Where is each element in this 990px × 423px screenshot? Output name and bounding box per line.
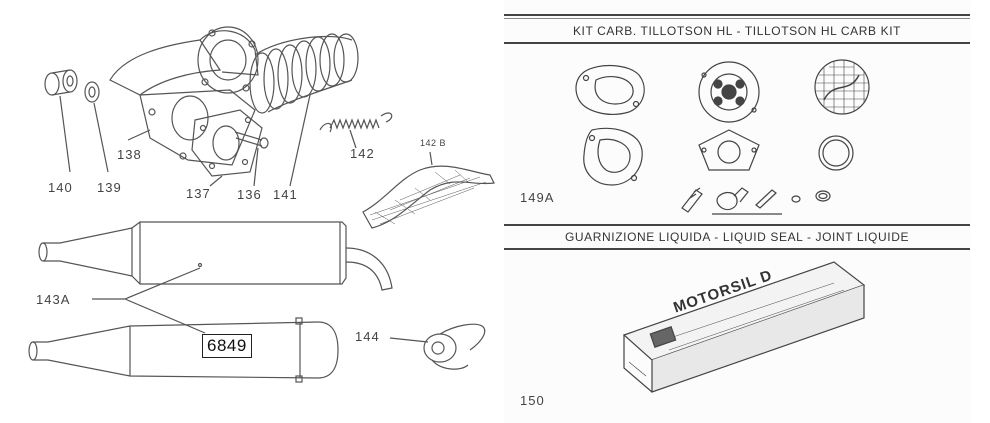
label-138: 138 (117, 147, 142, 162)
part-140-spacer (44, 69, 78, 173)
label-139: 139 (97, 180, 122, 195)
carb-kit-drawing (575, 59, 870, 393)
top-rule (504, 14, 970, 16)
motorsil-box (622, 261, 866, 393)
label-136: 136 (237, 187, 262, 202)
part-137-gasket (191, 109, 263, 187)
part-141-bellows (249, 33, 359, 187)
seal-section-title: GUARNIZIONE LIQUIDA - LIQUID SEAL - JOIN… (564, 230, 910, 244)
carb-gasket-2 (583, 127, 643, 186)
seal-title-underline (504, 248, 970, 250)
carb-gasket-1 (575, 65, 645, 115)
carb-small-parts (681, 187, 831, 215)
label-143a: 143A (36, 292, 71, 307)
label-140: 140 (48, 180, 73, 195)
exhaust-drawing (28, 26, 495, 383)
top-rule-thin (504, 18, 970, 19)
part-manifold-ring (197, 26, 259, 94)
part-143a-silencer-lower (28, 317, 339, 383)
kit-section-title: KIT CARB. TILLOTSON HL - TILLOTSON HL CA… (572, 24, 902, 38)
part-139-washer (84, 81, 109, 173)
label-142b: 142 B (420, 138, 447, 148)
label-141: 141 (273, 187, 298, 202)
carb-gasket-3 (698, 129, 760, 171)
part-136-stud (234, 131, 269, 187)
carb-o-ring (818, 135, 854, 171)
seal-top-rule (504, 224, 970, 226)
part-142-spring (319, 112, 393, 149)
kit-title-underline (504, 42, 970, 44)
kit-part-number: 149A (520, 190, 555, 205)
part-144-fitting (389, 323, 486, 370)
carb-filter-screen (814, 59, 870, 115)
part-138-manifold (109, 30, 259, 166)
boxed-code-label: 6849 (202, 334, 252, 358)
label-142: 142 (350, 146, 375, 161)
exhaust-parts-diagram: 140 139 138 137 136 141 142 142 B 143A 1… (28, 26, 495, 383)
catalog-page: KIT CARB. TILLOTSON HL - TILLOTSON HL CA… (504, 0, 970, 423)
seal-part-number: 150 (520, 393, 545, 408)
part-143a-silencer-upper (38, 221, 393, 291)
part-142b-mesh (362, 151, 495, 229)
label-144: 144 (355, 329, 380, 344)
leader-143a (92, 267, 206, 334)
carb-diaphragm (698, 61, 760, 123)
label-137: 137 (186, 186, 211, 201)
